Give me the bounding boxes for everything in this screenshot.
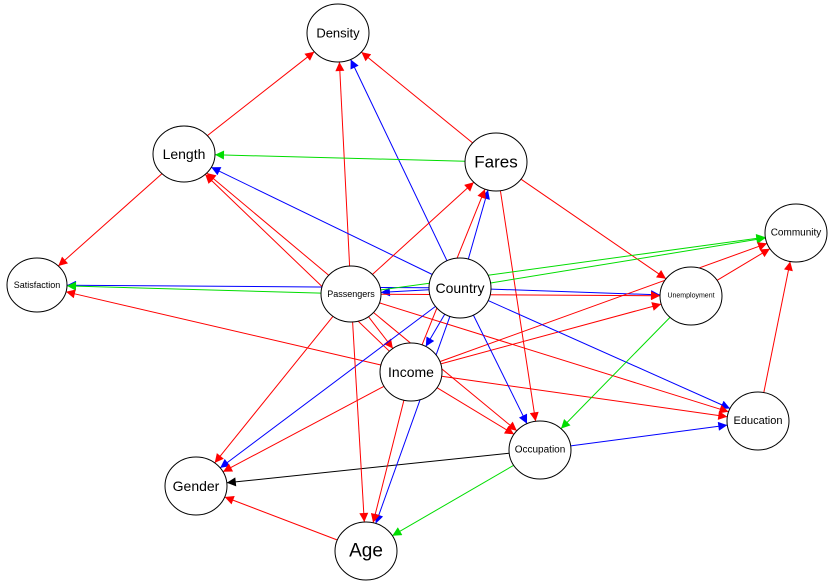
edge-fares-to-density [361,51,473,144]
edge-income-to-length [204,174,390,352]
edge-age-to-gender [224,496,338,541]
edge-passengers-to-density [335,61,351,267]
node-shape [379,342,443,402]
edge-country-to-age [374,316,451,524]
edge-country-to-income [425,313,446,347]
node-label: Passengers [327,289,375,299]
edge-country-to-unemployment [490,288,661,300]
edge-length-to-satisfaction [57,173,163,267]
edge-country-to-passengers [380,287,430,297]
node-label: Satisfaction [14,280,61,290]
node-shape [320,265,382,323]
node-label: Country [435,280,484,296]
edge-occupation-to-age [392,464,514,537]
edge-income-to-age [370,400,405,523]
edge-income-to-community [439,242,768,363]
node-label: Fares [474,153,517,172]
edge-unemployment-to-occupation [560,317,671,429]
node-shape [464,132,528,192]
node-label: Age [349,541,383,562]
node-length: Length [152,125,216,183]
node-label: Unemployment [667,293,714,300]
edge-passengers-to-age [352,321,369,523]
edge-fares-to-unemployment [520,178,667,280]
node-label: Occupation [515,445,566,456]
node-passengers: Passengers [320,265,382,323]
edge-passengers-to-fares [372,181,475,275]
node-income: Income [379,342,443,402]
edge-fares-to-length [214,150,466,162]
edge-country-to-gender [219,306,436,469]
edges-layer [57,51,793,541]
node-label: Length [163,146,206,162]
edge-income-to-satisfaction [65,289,382,366]
node-fares: Fares [464,132,528,192]
edge-country-to-density [350,59,448,262]
edge-income-to-occupation [436,387,515,435]
edge-passengers-to-occupation [373,312,518,432]
node-shape [152,125,216,183]
node-shape [508,420,572,480]
node-unemployment: Unemployment [659,266,723,326]
edge-country-to-education [487,300,731,409]
node-label: Gender [173,478,220,494]
node-community: Community [764,203,828,263]
edge-country-to-community [490,235,766,284]
edge-passengers-to-unemployment [380,291,661,301]
edge-passengers-to-income [368,316,394,349]
node-occupation: Occupation [508,420,572,480]
node-gender: Gender [164,456,228,516]
node-education: Education [726,391,790,451]
node-country: Country [428,257,492,319]
node-label: Education [734,415,783,427]
edge-passengers-to-education [379,302,729,414]
edge-length-to-density [207,51,315,136]
node-shape [764,203,828,263]
edge-income-to-education [441,375,728,420]
node-age: Age [334,521,398,581]
edge-passengers-to-gender [214,316,334,464]
node-shape [6,257,68,313]
node-shape [726,391,790,451]
edge-occupation-to-gender [226,452,510,487]
node-shape [306,3,370,63]
node-label: Income [388,364,434,380]
node-satisfaction: Satisfaction [6,257,68,313]
edge-income-to-gender [222,385,385,473]
edge-fares-to-occupation [499,190,539,422]
edge-passengers-to-satisfaction [66,281,322,294]
edge-country-to-length [211,166,433,275]
edge-occupation-to-education [570,421,728,447]
node-shape [659,266,723,326]
edge-passengers-to-length [206,172,330,276]
node-label: Community [771,228,822,239]
node-density: Density [306,3,370,63]
edge-education-to-community [763,261,793,393]
edge-unemployment-to-community [716,248,771,281]
node-shape [334,521,398,581]
edge-country-to-fares [467,189,490,260]
edge-country-to-occupation [472,314,528,424]
node-shape [428,257,492,319]
node-shape [164,456,228,516]
edge-income-to-unemployment [440,302,662,365]
node-label: Density [316,26,360,41]
